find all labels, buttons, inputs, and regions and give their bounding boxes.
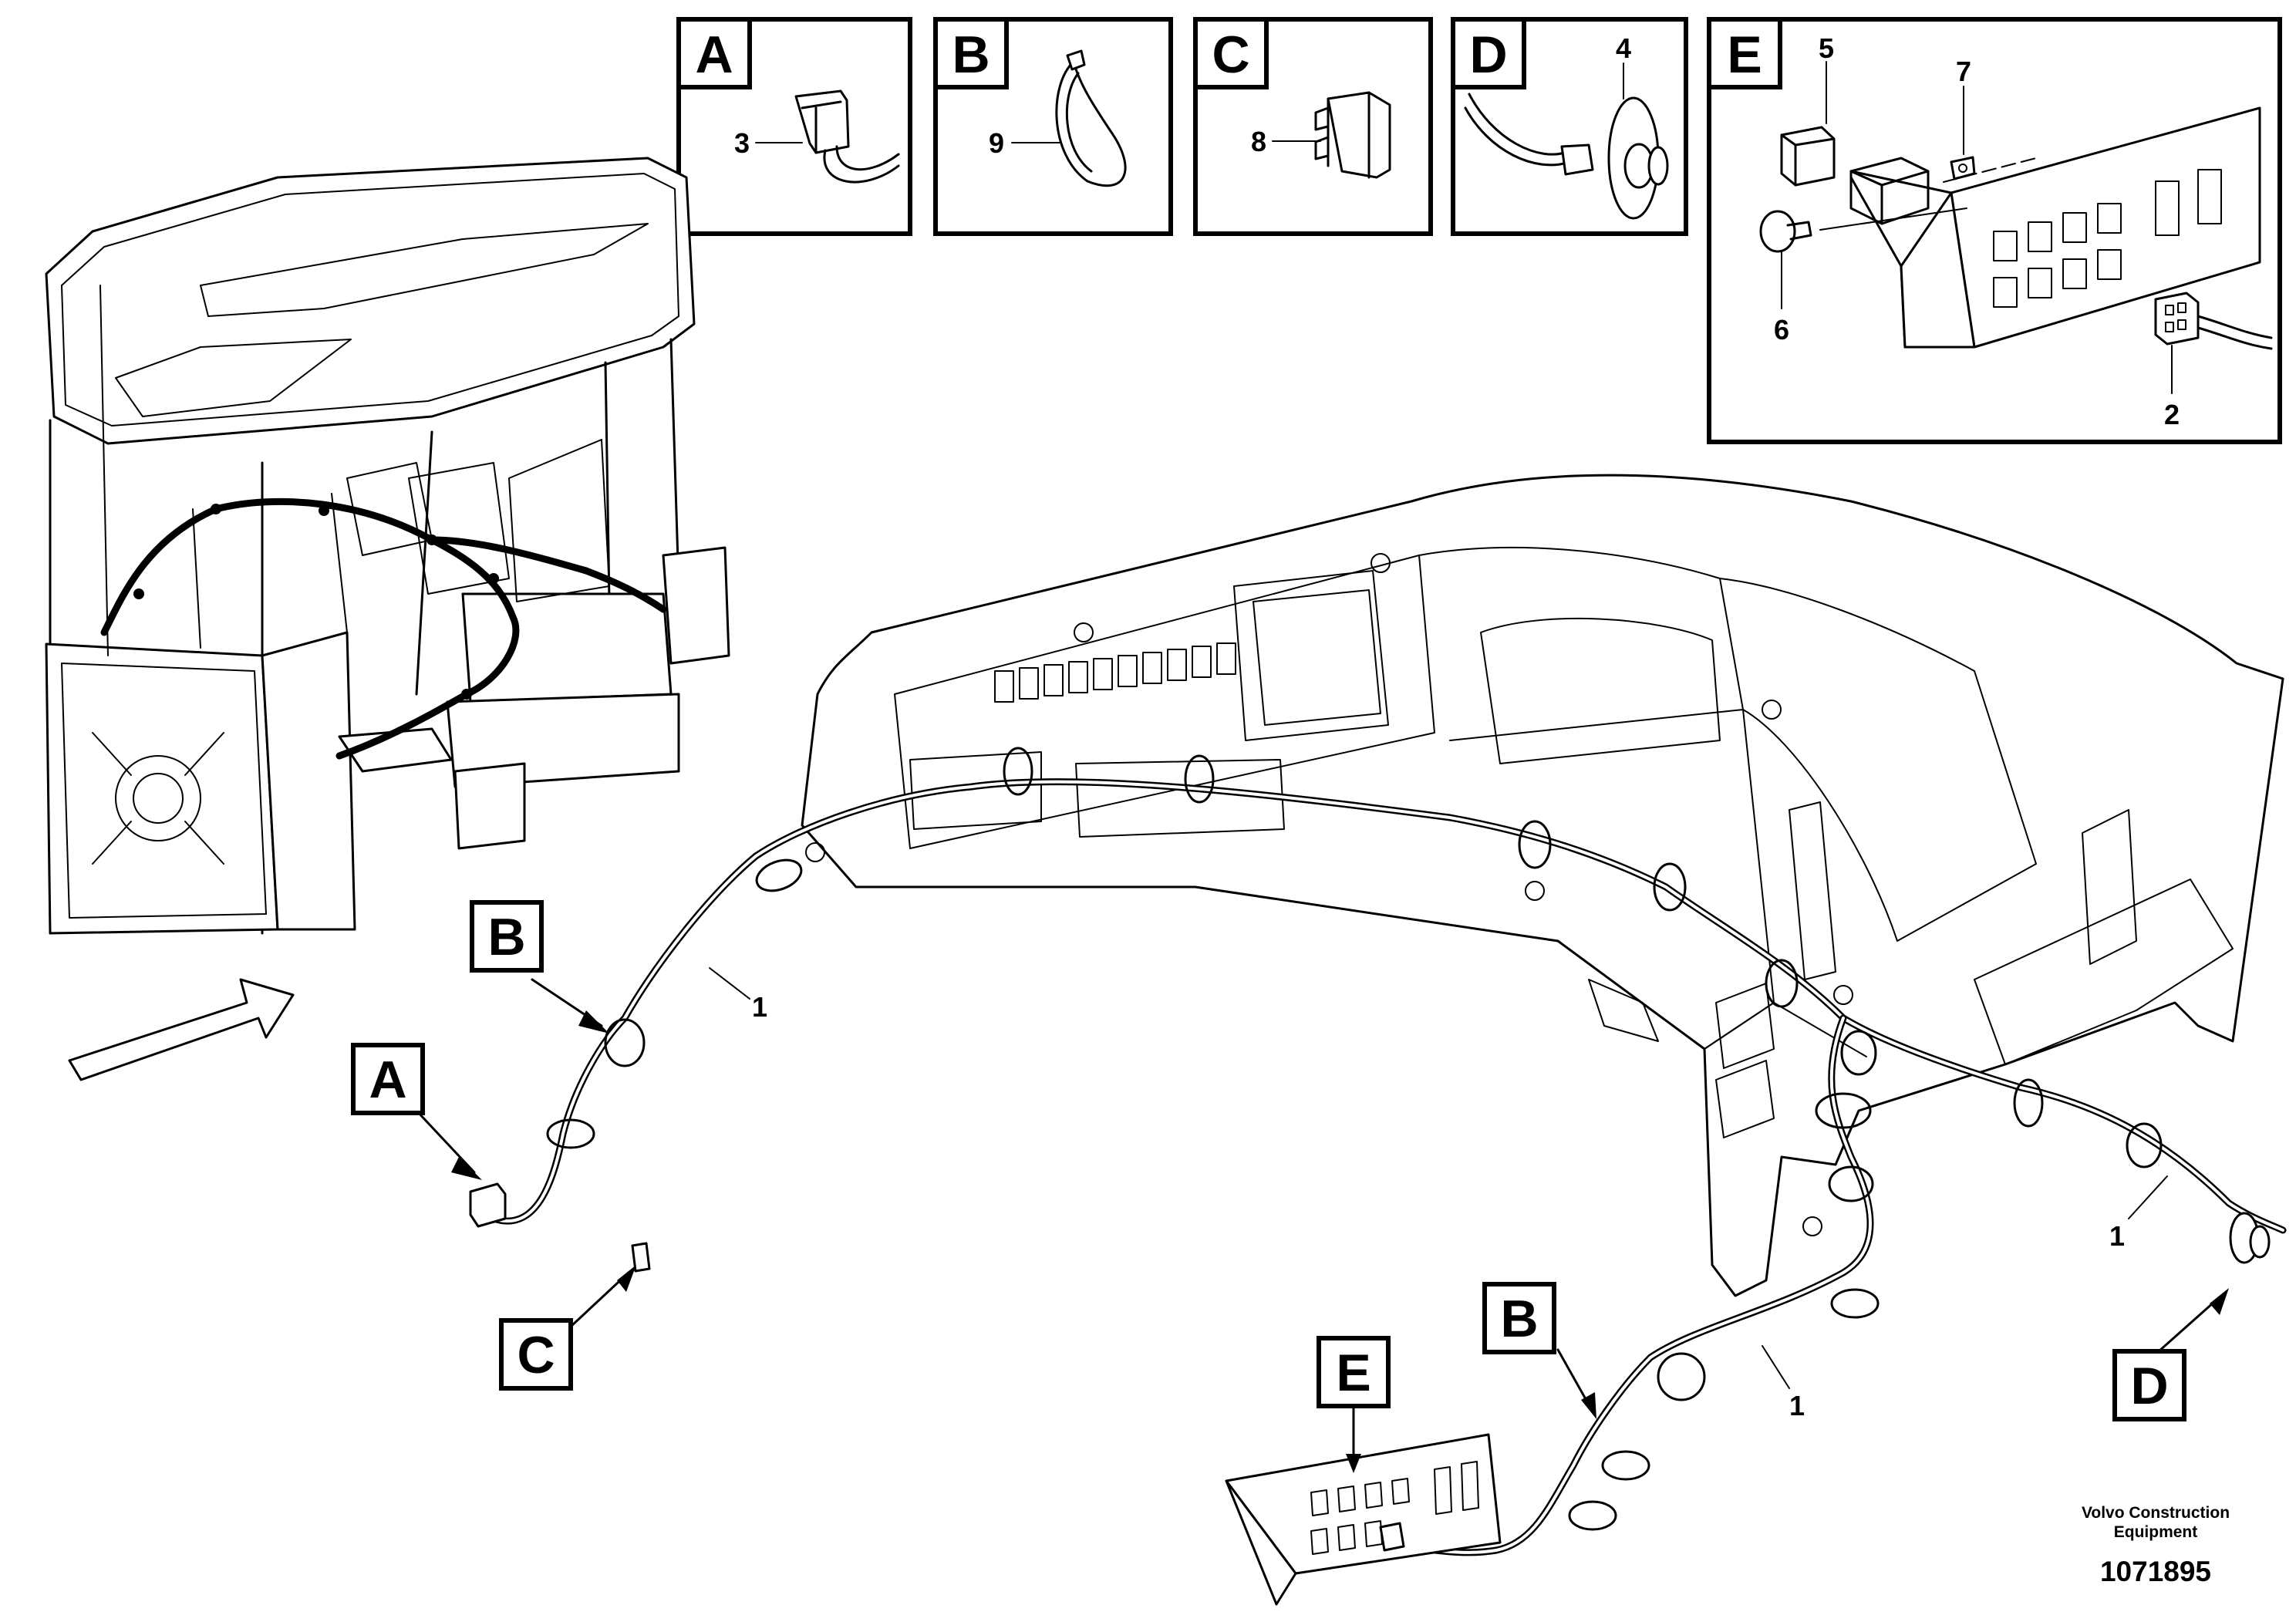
callout-d-right-letter: D xyxy=(2130,1357,2168,1415)
switch-panel-e-icon xyxy=(1225,1433,1502,1606)
detail-box-d-letter: D xyxy=(1469,25,1507,84)
part-number-1-bottom: 1 xyxy=(1762,1345,1805,1421)
part-number-1-right: 1 xyxy=(2109,1175,2168,1252)
callout-b-bottom-letter: B xyxy=(1500,1290,1538,1348)
detail-box-e-part-6: 6 xyxy=(1774,314,1789,346)
callout-d-right: D xyxy=(2112,1288,2229,1421)
switch-slots xyxy=(1993,169,2222,308)
harness-connector-a-icon xyxy=(469,1182,507,1228)
cable-tie-icon xyxy=(1055,49,1127,187)
switch-panel-icon xyxy=(1819,106,2261,349)
callout-c-left: C xyxy=(499,1265,636,1391)
detail-box-e: E xyxy=(1707,17,2282,444)
callout-a-left-letter: A xyxy=(369,1050,406,1109)
detail-box-b-part-number: 9 xyxy=(989,127,1004,159)
part-number-1-bottom-label: 1 xyxy=(1789,1390,1805,1421)
detail-box-c-letter: C xyxy=(1212,25,1249,84)
detail-box-d: D 4 xyxy=(1451,17,1688,236)
detail-box-a-part-number: 3 xyxy=(734,127,750,159)
callout-e-bottom-letter: E xyxy=(1336,1344,1371,1402)
panel-connector-icon xyxy=(2154,292,2273,350)
detail-box-e-part-5: 5 xyxy=(1819,32,1834,64)
view-direction-arrow xyxy=(68,978,295,1081)
callout-a-left: A xyxy=(351,1043,482,1180)
callout-e-bottom: E xyxy=(1317,1336,1391,1473)
callout-b-left-letter: B xyxy=(487,908,525,966)
connector-icon xyxy=(794,89,900,184)
drawing-number: 1071895 xyxy=(2100,1556,2211,1587)
part-number-1-left: 1 xyxy=(709,967,767,1023)
clip-nut-icon xyxy=(1950,156,1976,180)
detail-box-e-part-2: 2 xyxy=(2164,399,2180,430)
rivet-icon xyxy=(1759,210,1812,253)
grommet-icon xyxy=(1464,93,1669,220)
detail-box-b: B 9 xyxy=(933,17,1173,236)
part-number-1-left-label: 1 xyxy=(752,991,767,1023)
wire-harness xyxy=(469,747,2287,1606)
dashboard-assembly xyxy=(801,474,2284,1297)
dashboard-switch-row xyxy=(994,642,1236,703)
loose-fuse-c-icon xyxy=(631,1242,651,1273)
fuse-icon xyxy=(1314,91,1391,179)
harness-grommet-d-icon xyxy=(2229,1212,2271,1264)
detail-box-d-part-number: 4 xyxy=(1616,32,1631,64)
callout-b-bottom: B xyxy=(1482,1282,1596,1419)
cab-overview xyxy=(45,157,730,935)
callout-c-left-letter: C xyxy=(517,1326,555,1384)
detail-box-e-part-7: 7 xyxy=(1956,56,1971,87)
detail-box-b-letter: B xyxy=(952,25,990,84)
detail-box-a: A 3 xyxy=(676,17,912,236)
relay-icon xyxy=(1780,126,1836,187)
callout-b-left: B xyxy=(470,900,609,1034)
brand-line-1: Volvo Construction xyxy=(2082,1504,2230,1522)
brand-line-2: Equipment xyxy=(2114,1523,2198,1541)
detail-box-c: C 8 xyxy=(1193,17,1433,236)
detail-box-c-part-number: 8 xyxy=(1251,126,1266,157)
detail-box-a-letter: A xyxy=(695,25,733,84)
detail-box-e-letter: E xyxy=(1727,25,1762,84)
footer: Volvo Construction Equipment 1071895 xyxy=(2082,1504,2230,1587)
part-number-1-right-label: 1 xyxy=(2109,1220,2125,1252)
